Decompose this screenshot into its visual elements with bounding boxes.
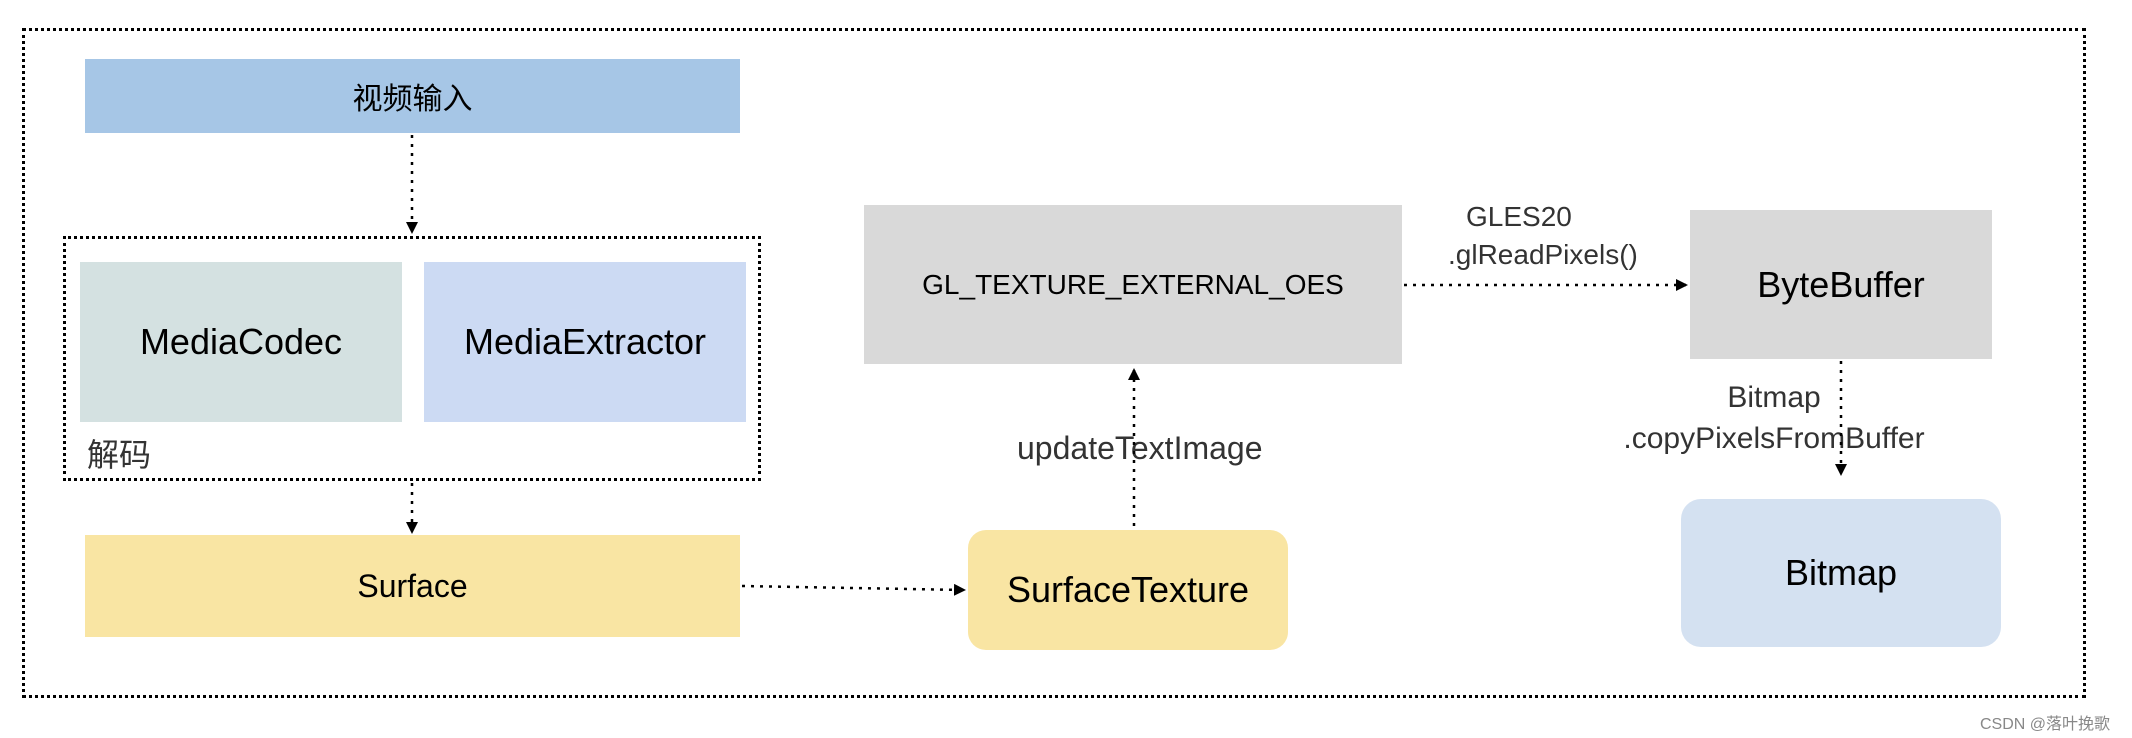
video-input-node: 视频输入	[85, 59, 740, 133]
pipeline-frame	[22, 28, 2086, 698]
bytebuffer-node: ByteBuffer	[1690, 210, 1992, 359]
bitmap-line2: .copyPixelsFromBuffer	[1623, 422, 1925, 455]
surface-node: Surface	[85, 535, 740, 637]
mediacodec-node: MediaCodec	[80, 262, 402, 422]
bitmap-line1: Bitmap	[1727, 381, 1821, 414]
update-text-image-label: updateTextImage	[1017, 430, 1263, 466]
decoder-group-frame	[63, 236, 761, 481]
mediaextractor-node: MediaExtractor	[424, 262, 746, 422]
gl-texture-node: GL_TEXTURE_EXTERNAL_OES	[864, 205, 1402, 364]
bitmap-node: Bitmap	[1681, 499, 2001, 647]
watermark: CSDN @落叶挽歌	[1980, 716, 2111, 733]
arrow-surface-to-surfacetexture	[741, 583, 966, 596]
surfacetexture-node: SurfaceTexture	[968, 530, 1288, 650]
gles-line1: GLES20	[1466, 201, 1572, 232]
copy-pixels-label: Bitmap .copyPixelsFromBuffer	[1604, 377, 1944, 459]
gles-line2: .glReadPixels()	[1448, 239, 1638, 270]
gl-read-pixels-label: GLES20 .glReadPixels()	[1448, 198, 1638, 274]
decoder-group-label: 解码	[87, 437, 152, 473]
